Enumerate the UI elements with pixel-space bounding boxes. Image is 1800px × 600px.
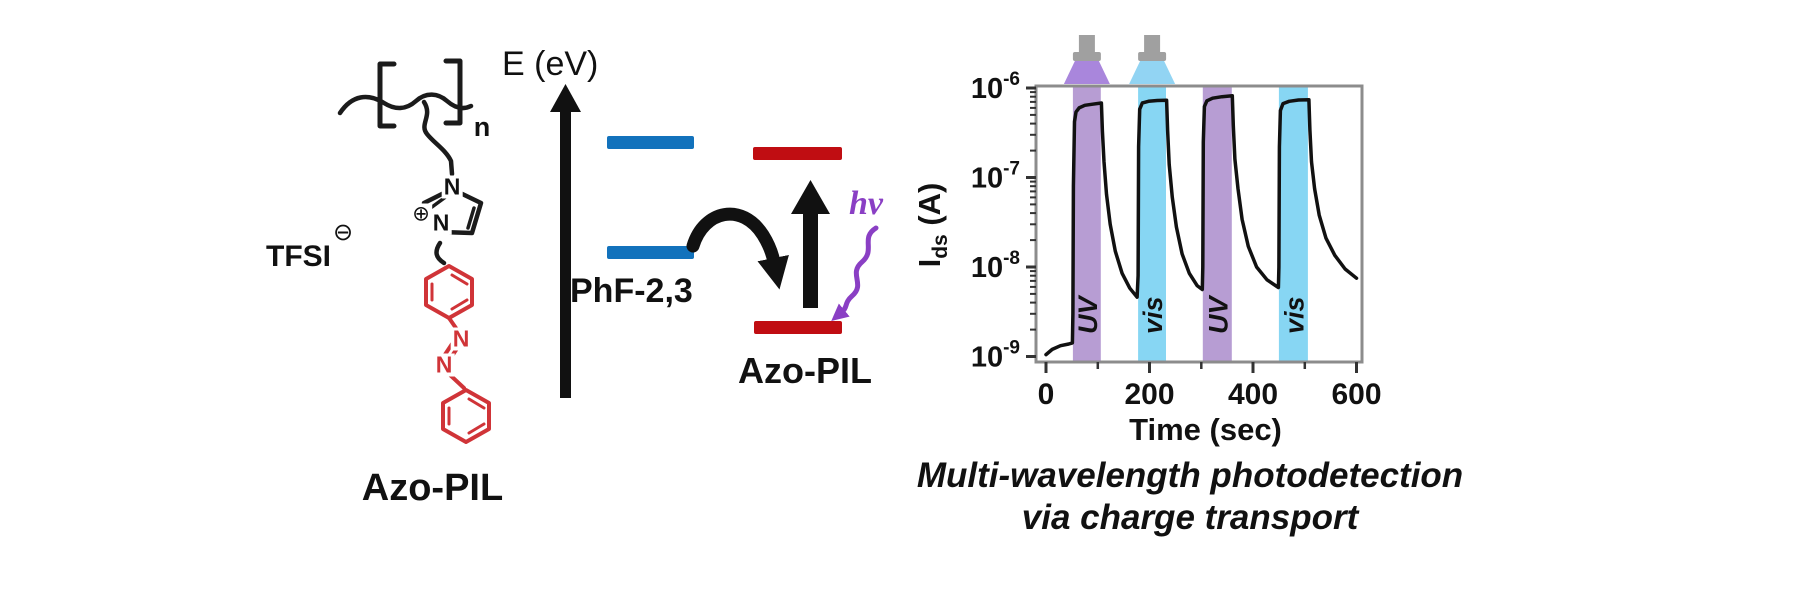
- y-axis-tick-label: 10-6: [971, 69, 1020, 105]
- lamp-icons-layer: [1063, 35, 1176, 84]
- lamp-icon: [1129, 35, 1176, 84]
- minus-charge-icon: ⊖: [333, 219, 354, 246]
- energy-axis-shaft: [560, 110, 571, 398]
- light-pulse-band: [1072, 87, 1101, 361]
- imidazolium-top-nitrogen: N: [441, 173, 463, 200]
- light-pulse-band: [1278, 87, 1308, 361]
- azo-nitrogen-2: N: [433, 351, 455, 378]
- x-axis-tick-label: 0: [1038, 378, 1055, 411]
- light-pulse-bands: UV vis UV vis: [1072, 87, 1309, 361]
- plus-charge-icon: ⊕: [410, 202, 432, 226]
- light-pulse-band: [1202, 87, 1232, 361]
- tfsi-counterion-label: TFSI: [266, 240, 331, 273]
- electron-transfer-arrow: [686, 207, 789, 290]
- y-axis-title-unit: (A): [912, 182, 947, 235]
- x-axis-tick-label: 600: [1331, 378, 1381, 411]
- azo-lower-level: [754, 321, 842, 334]
- lamp-collar: [1072, 52, 1101, 61]
- phf-label: PhF-2,3: [570, 272, 693, 310]
- light-pulse-label: UV: [1073, 295, 1103, 334]
- phenyl-inner-bond: [467, 397, 486, 410]
- energy-axis-arrow: [550, 84, 581, 398]
- lamp-beam: [1129, 61, 1176, 84]
- caption-line-1: Multi-wavelength photodetection: [916, 456, 1464, 495]
- structure-title: Azo-PIL: [361, 467, 504, 509]
- x-axis-tick-label: 200: [1124, 378, 1174, 411]
- phenylene-inner-bond: [450, 298, 469, 311]
- lamp-beam: [1063, 61, 1110, 84]
- excitation-arrow: [791, 180, 830, 308]
- phenylene-inner-bond: [450, 273, 469, 286]
- energy-axis-arrowhead: [550, 84, 581, 112]
- lamp-stem: [1078, 35, 1095, 53]
- lamp-icon: [1063, 35, 1110, 84]
- light-pulse-band: [1138, 87, 1166, 361]
- imidazolium-ring: [421, 186, 484, 236]
- azo-upper-level: [753, 147, 842, 160]
- y-axis-title-main: I: [912, 258, 947, 268]
- phf-lower-level: [607, 246, 694, 259]
- photon-hv-label: hν: [849, 185, 883, 222]
- lamp-collar: [1138, 52, 1167, 61]
- repeat-unit-n-label: n: [473, 111, 491, 142]
- ids-curve: [1044, 93, 1359, 357]
- excitation-arrowhead: [791, 180, 830, 214]
- light-pulse-label: vis: [1279, 296, 1309, 334]
- azo-nitrogen-1: N: [450, 325, 472, 352]
- azo-pil-level-label: Azo-PIL: [738, 350, 872, 391]
- y-axis-tick-label: 10-7: [971, 159, 1020, 195]
- backbone-chain-path: [337, 92, 474, 116]
- y-axis-title: Ids (A): [912, 135, 956, 315]
- light-pulse-label: UV: [1203, 295, 1233, 334]
- lamp-stem: [1144, 35, 1161, 53]
- x-axis-title: Time (sec): [1129, 412, 1282, 447]
- axis-ticks-layer: 0 200 400 600 10-6 10-7 10-8 10-9: [971, 69, 1382, 411]
- energy-axis-label: E (eV): [502, 45, 599, 83]
- caption-line-2: via charge transport: [1021, 498, 1359, 537]
- ring-double-bond-2: [466, 206, 476, 230]
- phenyl-inner-bond: [467, 422, 486, 435]
- right-bracket: [443, 58, 463, 126]
- side-chain-path: [421, 99, 455, 177]
- imidazolium-bottom-nitrogen: N: [430, 209, 452, 236]
- light-pulse-label: vis: [1138, 296, 1168, 334]
- y-axis-tick-label: 10-8: [971, 248, 1020, 284]
- excitation-arrow-shaft: [803, 212, 818, 308]
- phf-upper-level: [607, 136, 694, 149]
- x-axis-tick-label: 400: [1228, 378, 1278, 411]
- polymer-backbone-group: [337, 58, 484, 266]
- left-bracket: [377, 61, 397, 129]
- y-axis-title-sub: ds: [929, 234, 953, 259]
- phenyl-ring: [441, 388, 491, 444]
- ids-curve-layer: [1044, 93, 1359, 357]
- photon-wavy-arrow: [831, 225, 879, 321]
- benzyl-linker-path: [434, 240, 447, 266]
- y-axis-tick-label: 10-9: [971, 338, 1020, 374]
